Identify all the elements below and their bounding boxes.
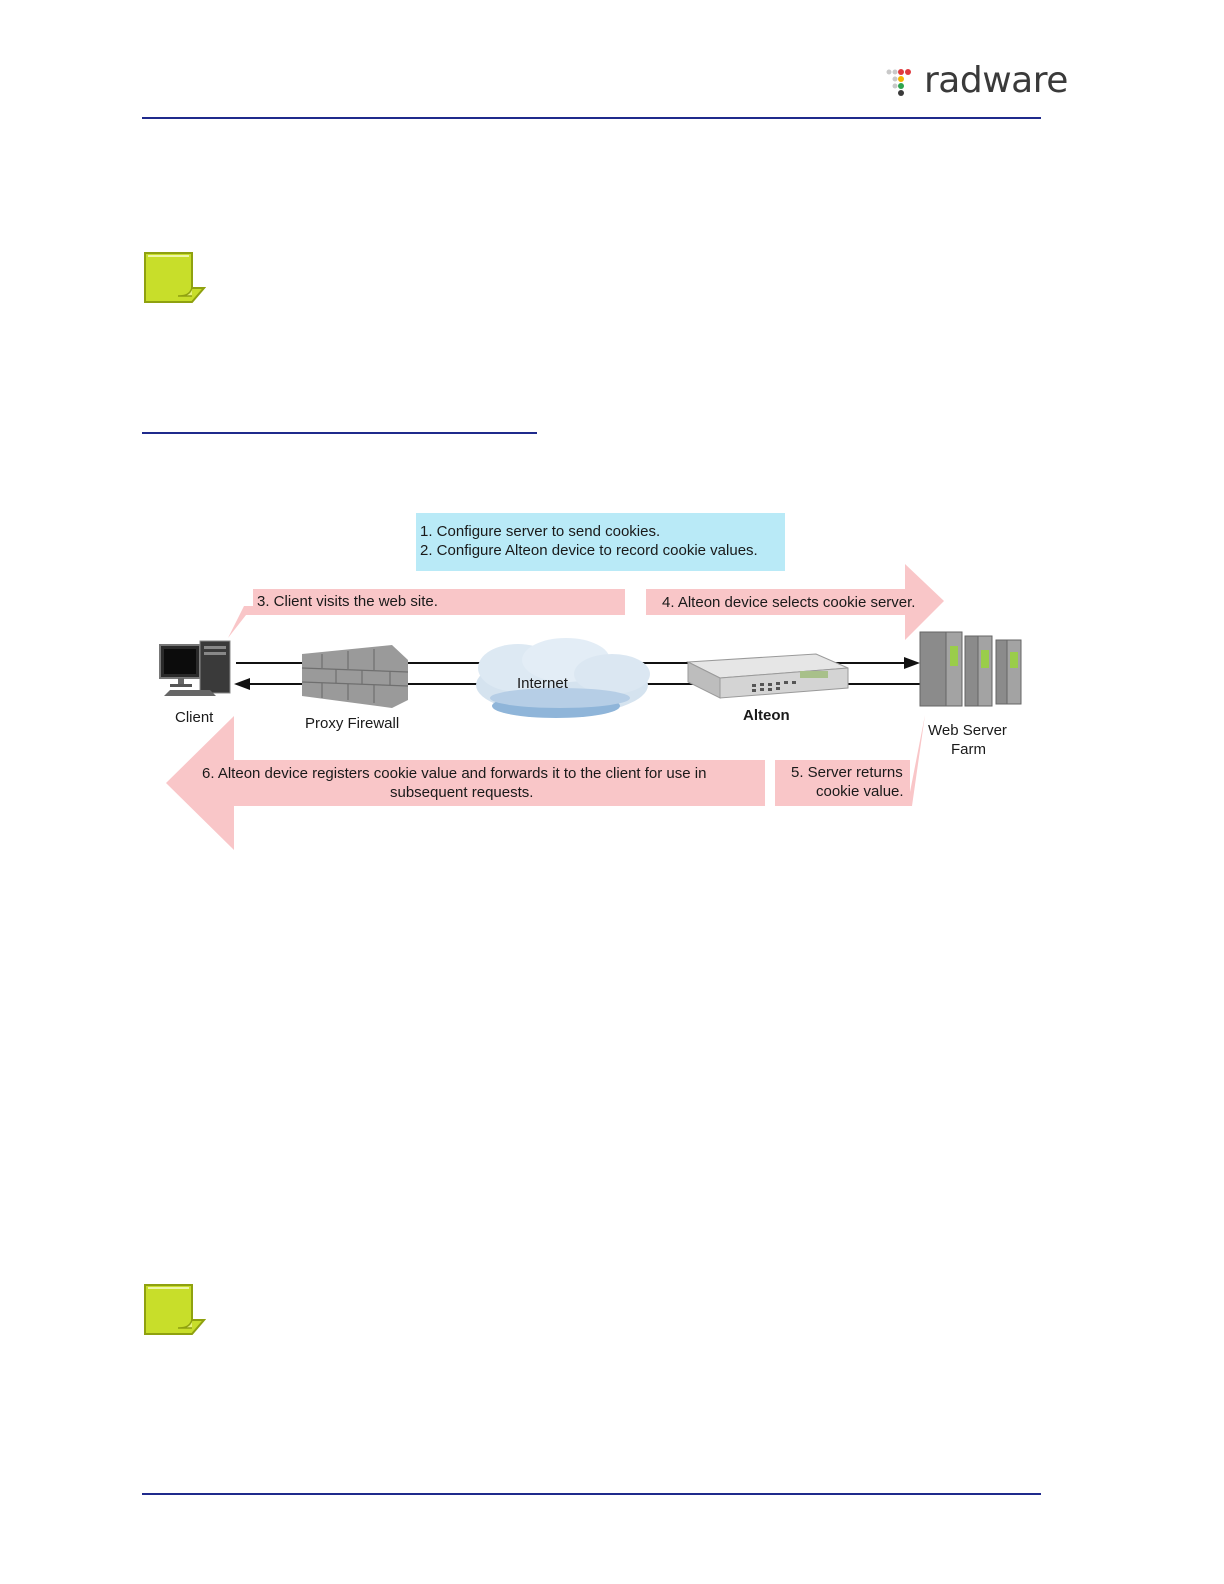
- step3-label: 3. Client visits the web site.: [257, 593, 438, 610]
- step3-callout: [228, 589, 625, 638]
- firewall-label: Proxy Firewall: [305, 715, 400, 732]
- step5-callout: [775, 715, 925, 806]
- alteon-label: Alteon: [743, 707, 790, 724]
- radware-logo: radware: [884, 60, 1068, 102]
- farm-label-line1: Web Server: [928, 722, 1007, 739]
- section-rule: [142, 432, 537, 434]
- step4-label: 4. Alteon device selects cookie server.: [662, 594, 916, 611]
- client-computer-icon: [159, 640, 231, 696]
- alteon-device-icon: [686, 653, 849, 699]
- step5-label-line1: 5. Server returns: [791, 764, 903, 781]
- note-icon: [144, 252, 206, 303]
- footer-rule: [142, 1493, 1041, 1495]
- logo-wordmark: radware: [924, 60, 1068, 101]
- setup-steps-box: 1. Configure server to send cookies. 2. …: [416, 513, 785, 571]
- step6-arrow: [166, 716, 765, 850]
- setup-step-1: 1. Configure server to send cookies.: [420, 523, 661, 540]
- step4-arrow: [646, 564, 944, 640]
- farm-label-line2: Farm: [951, 741, 986, 758]
- web-server-farm-icon: [919, 631, 1022, 707]
- note-icon: [144, 1284, 206, 1335]
- header-rule: [142, 117, 1041, 119]
- setup-step-2: 2. Configure Alteon device to record coo…: [420, 542, 758, 559]
- internet-cloud-icon: [476, 638, 650, 718]
- internet-label: Internet: [517, 675, 568, 692]
- client-label: Client: [175, 709, 214, 726]
- firewall-icon: [301, 645, 409, 708]
- step6-label-line1: 6. Alteon device registers cookie value …: [202, 765, 707, 782]
- step5-label-line2: cookie value.: [816, 783, 904, 800]
- radware-logo-mark-icon: [886, 69, 911, 96]
- step6-label-line2: subsequent requests.: [390, 784, 534, 801]
